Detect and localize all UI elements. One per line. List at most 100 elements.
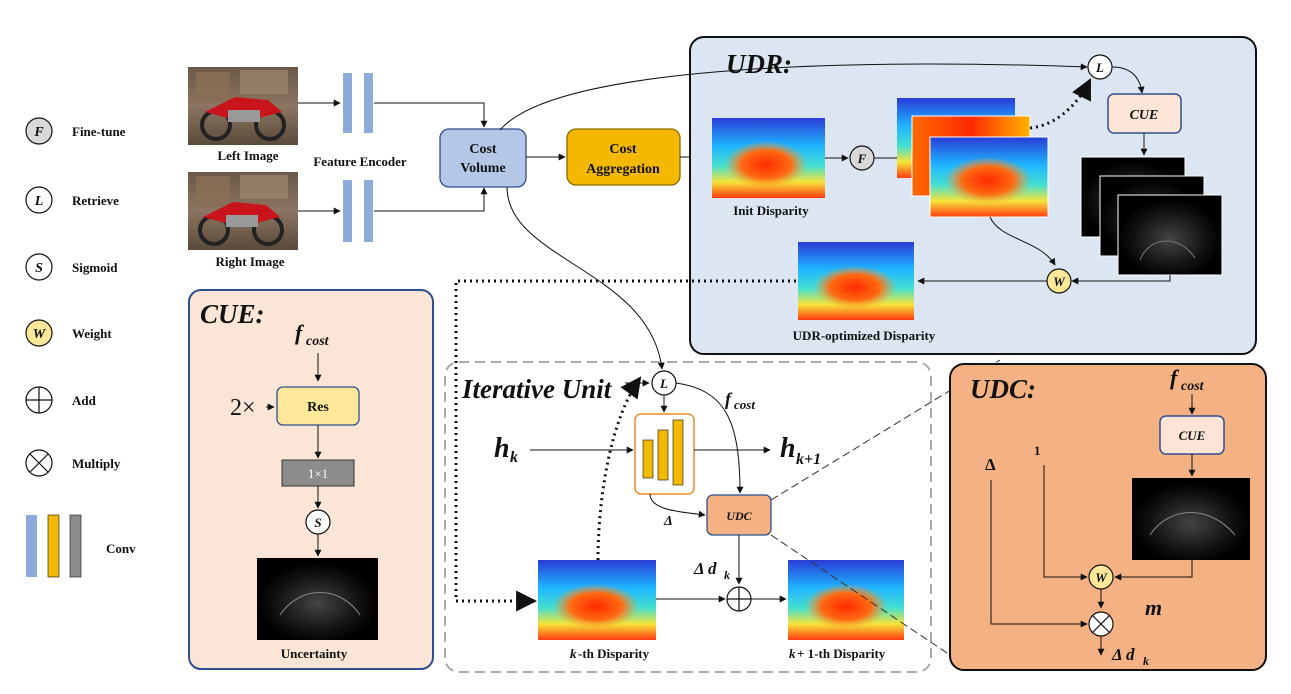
udc-block: UDC: [706, 494, 772, 536]
legend-symbol: S: [35, 261, 43, 276]
iter-l-symbol: L: [659, 376, 668, 391]
udr-f-symbol: F: [857, 151, 867, 166]
conv-yellow-icon: [47, 514, 60, 578]
legend-symbol: F: [33, 125, 44, 140]
conv-blue-icon: [26, 515, 37, 577]
udc-block-label: UDC: [726, 509, 752, 523]
disparity-stack: [897, 98, 1049, 218]
legend-add: Add: [25, 386, 97, 414]
iterative-unit-panel: Iterative Unit L f cost h k h k+1 Δ UDC …: [444, 186, 932, 673]
uncertainty-stack: [1080, 156, 1223, 276]
add-icon: [726, 586, 752, 612]
udc-cue-label: CUE: [1179, 428, 1206, 443]
multiply-icon: [1088, 611, 1114, 637]
udc-delta-d: Δ d: [1111, 645, 1135, 664]
udc-f-cost: f: [1170, 365, 1180, 390]
cost-aggregation-box: Cost Aggregation: [566, 128, 681, 186]
kth-k: k: [570, 646, 577, 661]
feature-encoder-bottom: [343, 180, 373, 242]
udc-m: m: [1145, 595, 1162, 620]
legend-conv: Conv: [26, 514, 136, 578]
cue-panel: CUE: f cost 2× Res 1×1 S Uncertainty: [188, 289, 434, 670]
conv-1x1-label: 1×1: [308, 466, 328, 481]
udr-cue-box: CUE: [1107, 93, 1182, 134]
iterative-unit-title: Iterative Unit: [461, 374, 613, 404]
res-block: Res: [276, 386, 360, 426]
iter-delta-d-sub: k: [724, 568, 730, 582]
weight-icon: [25, 319, 53, 347]
h-k-sub: k: [510, 449, 518, 466]
conv-1x1-block: 1×1: [281, 459, 355, 487]
udr-l-symbol: L: [1095, 60, 1104, 75]
udr-title: UDR:: [726, 49, 792, 79]
cost-volume-line2: Volume: [460, 161, 505, 176]
udr-panel: UDR: Init Disparity F L CUE: [499, 36, 1257, 355]
res-label: Res: [307, 400, 329, 415]
h-k1: h: [780, 433, 796, 464]
retrieve-icon: [25, 186, 53, 214]
udc-delta: Δ: [985, 455, 996, 474]
legend-weight: W Weight: [25, 319, 112, 347]
legend-label: Fine-tune: [72, 124, 126, 139]
udc-cue-box: CUE: [1159, 415, 1225, 455]
legend-label: Add: [72, 393, 97, 408]
h-k1-sub: k+1: [796, 451, 821, 468]
cue-f-cost-sub: cost: [306, 334, 330, 349]
multiply-icon: [25, 449, 53, 477]
legend-label: Weight: [72, 326, 112, 341]
legend-retrieve: L Retrieve: [25, 186, 119, 214]
udc-panel: UDC: f cost CUE Δ 1 W m Δ d k: [949, 363, 1267, 671]
legend-label: Multiply: [72, 456, 121, 471]
uncertainty-image: [257, 558, 378, 640]
init-disparity-image: [712, 118, 825, 198]
legend-label: Retrieve: [72, 193, 119, 208]
iter-f-cost-sub: cost: [734, 397, 755, 412]
cue-title: CUE:: [200, 299, 265, 329]
iter-delta: Δ: [663, 514, 673, 529]
cue-times: 2×: [230, 395, 256, 421]
left-image-label: Left Image: [217, 148, 278, 163]
udr-optimized-image: [798, 242, 914, 320]
udr-cue-label: CUE: [1130, 108, 1159, 123]
left-image: [188, 67, 298, 145]
udr-w-symbol: W: [1053, 274, 1066, 289]
udr-optimized-label: UDR-optimized Disparity: [793, 328, 936, 343]
legend-fine-tune: F Fine-tune: [25, 117, 126, 145]
fine-tune-icon: [25, 117, 53, 145]
gru-block: [634, 413, 695, 495]
udc-one: 1: [1034, 443, 1041, 458]
h-k: h: [494, 433, 510, 464]
legend-sigmoid: S Sigmoid: [25, 253, 118, 281]
feature-encoder-label: Feature Encoder: [313, 154, 406, 169]
cost-volume-line1: Cost: [469, 142, 497, 157]
right-image-label: Right Image: [216, 254, 285, 269]
legend-symbol: L: [34, 194, 44, 209]
cost-volume-box: Cost Volume: [439, 128, 527, 188]
right-image: [188, 172, 298, 250]
cost-aggregation-line1: Cost: [609, 142, 637, 157]
add-icon: [25, 386, 53, 414]
cue-s-symbol: S: [314, 515, 321, 530]
udc-delta-d-sub: k: [1143, 654, 1149, 668]
conv-gray-icon: [69, 514, 82, 578]
udc-title: UDC:: [970, 374, 1036, 404]
legend-label: Sigmoid: [72, 260, 118, 275]
legend-multiply: Multiply: [25, 449, 121, 477]
udc-uncertainty-image: [1132, 478, 1250, 560]
legend-symbol: W: [33, 327, 47, 342]
legend-label: Conv: [106, 541, 136, 556]
kth-disparity-label: -th Disparity: [578, 646, 650, 661]
legend: F Fine-tune L Retrieve S Sigmoid W Weigh…: [25, 117, 136, 578]
cost-aggregation-line2: Aggregation: [586, 162, 660, 177]
feature-encoder-top: [343, 73, 373, 133]
udc-f-cost-sub: cost: [1181, 379, 1205, 394]
uncertainty-label: Uncertainty: [281, 646, 348, 661]
k1th-disparity-image: [788, 560, 904, 640]
iter-f-cost: f: [725, 389, 733, 409]
sigmoid-icon: [25, 253, 53, 281]
k1th-disparity-label: + 1-th Disparity: [797, 646, 886, 661]
udc-w-symbol: W: [1095, 570, 1108, 585]
kth-disparity-image: [538, 560, 656, 640]
iter-delta-d: Δ d: [693, 559, 717, 578]
